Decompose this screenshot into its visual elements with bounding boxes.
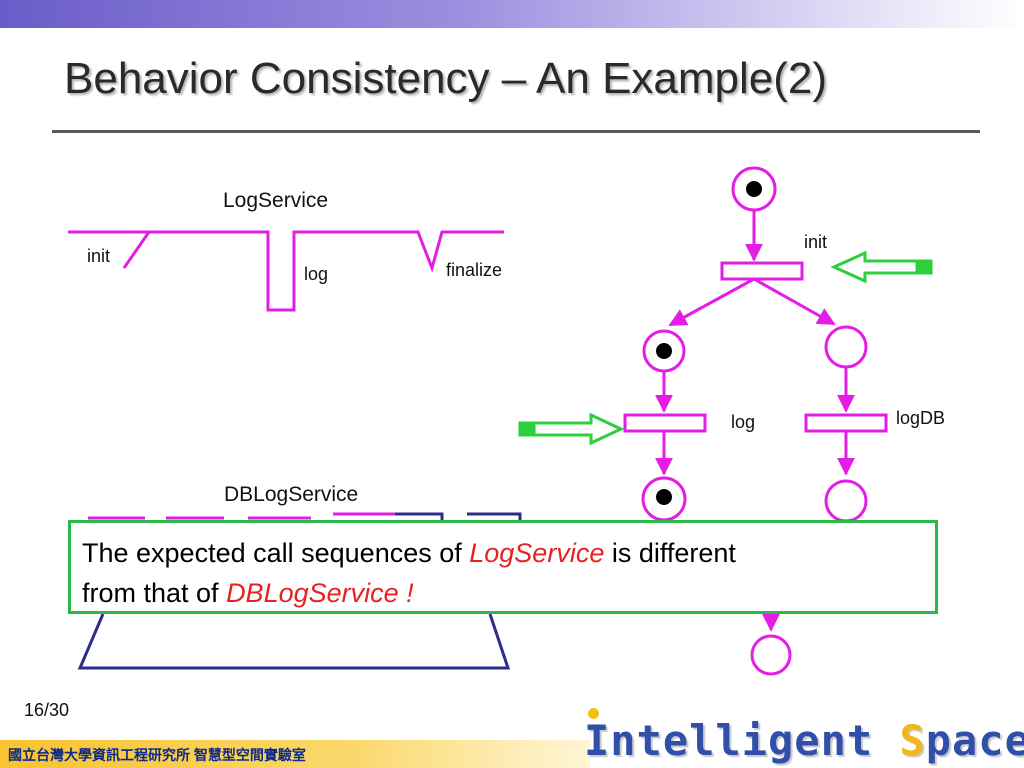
callout-text-pre: The expected call sequences of [82,538,470,568]
token-start [746,181,762,197]
callout-text-tail: ! [398,578,414,608]
brand-part-3: pace [925,716,1024,765]
arc-init-left [668,277,755,327]
brand-logo-dot-icon [588,708,599,719]
place-right-2 [824,479,868,523]
token-left-1 [656,343,672,359]
transition-init-label: init [804,232,828,252]
brand-part-1: Intelligent [584,716,900,765]
logservice-init-label: init [87,246,111,266]
slide-title: Behavior Consistency – An Example(2) [64,54,828,103]
brand-part-accent: S [899,716,926,765]
green-arrow-left [518,412,625,446]
callout-box: The expected call sequences of LogServic… [68,520,938,614]
callout-text-line2: from that of [82,578,227,608]
place-final [750,634,792,676]
transition-log [623,413,707,433]
petri-net [623,166,888,676]
arc-init-right [753,277,836,326]
header-gradient-bar [0,0,1024,28]
green-arrow-right [830,250,933,284]
dblogservice-label: DBLogService [224,483,359,506]
transition-init [720,261,804,281]
footer-bar [0,740,590,768]
callout-text-mid: is different [604,538,736,568]
title-divider [52,130,980,133]
callout-emphasis-dblogservice: DBLogService [226,578,399,608]
callout-line-1: The expected call sequences of LogServic… [82,533,925,573]
footer-institution-text: 國立台灣大學資訊工程研究所 智慧型空間實驗室 [8,747,306,763]
callout-line-2: from that of DBLogService ! [82,573,925,613]
place-right-1 [824,325,868,369]
transition-log-label: log [731,412,756,432]
logservice-log-label: log [304,264,329,284]
callout-emphasis-logservice: LogService [469,538,605,568]
logservice-label: LogService [223,189,329,212]
brand-logo: Intelligent Space [584,716,1024,765]
logservice-finalize-label: finalize [446,260,503,280]
token-left-2 [656,489,672,505]
logservice-waveform [68,230,504,312]
transition-logdb-label: logDB [896,408,946,428]
page-number: 16/30 [24,700,70,720]
transition-logdb [804,413,888,433]
